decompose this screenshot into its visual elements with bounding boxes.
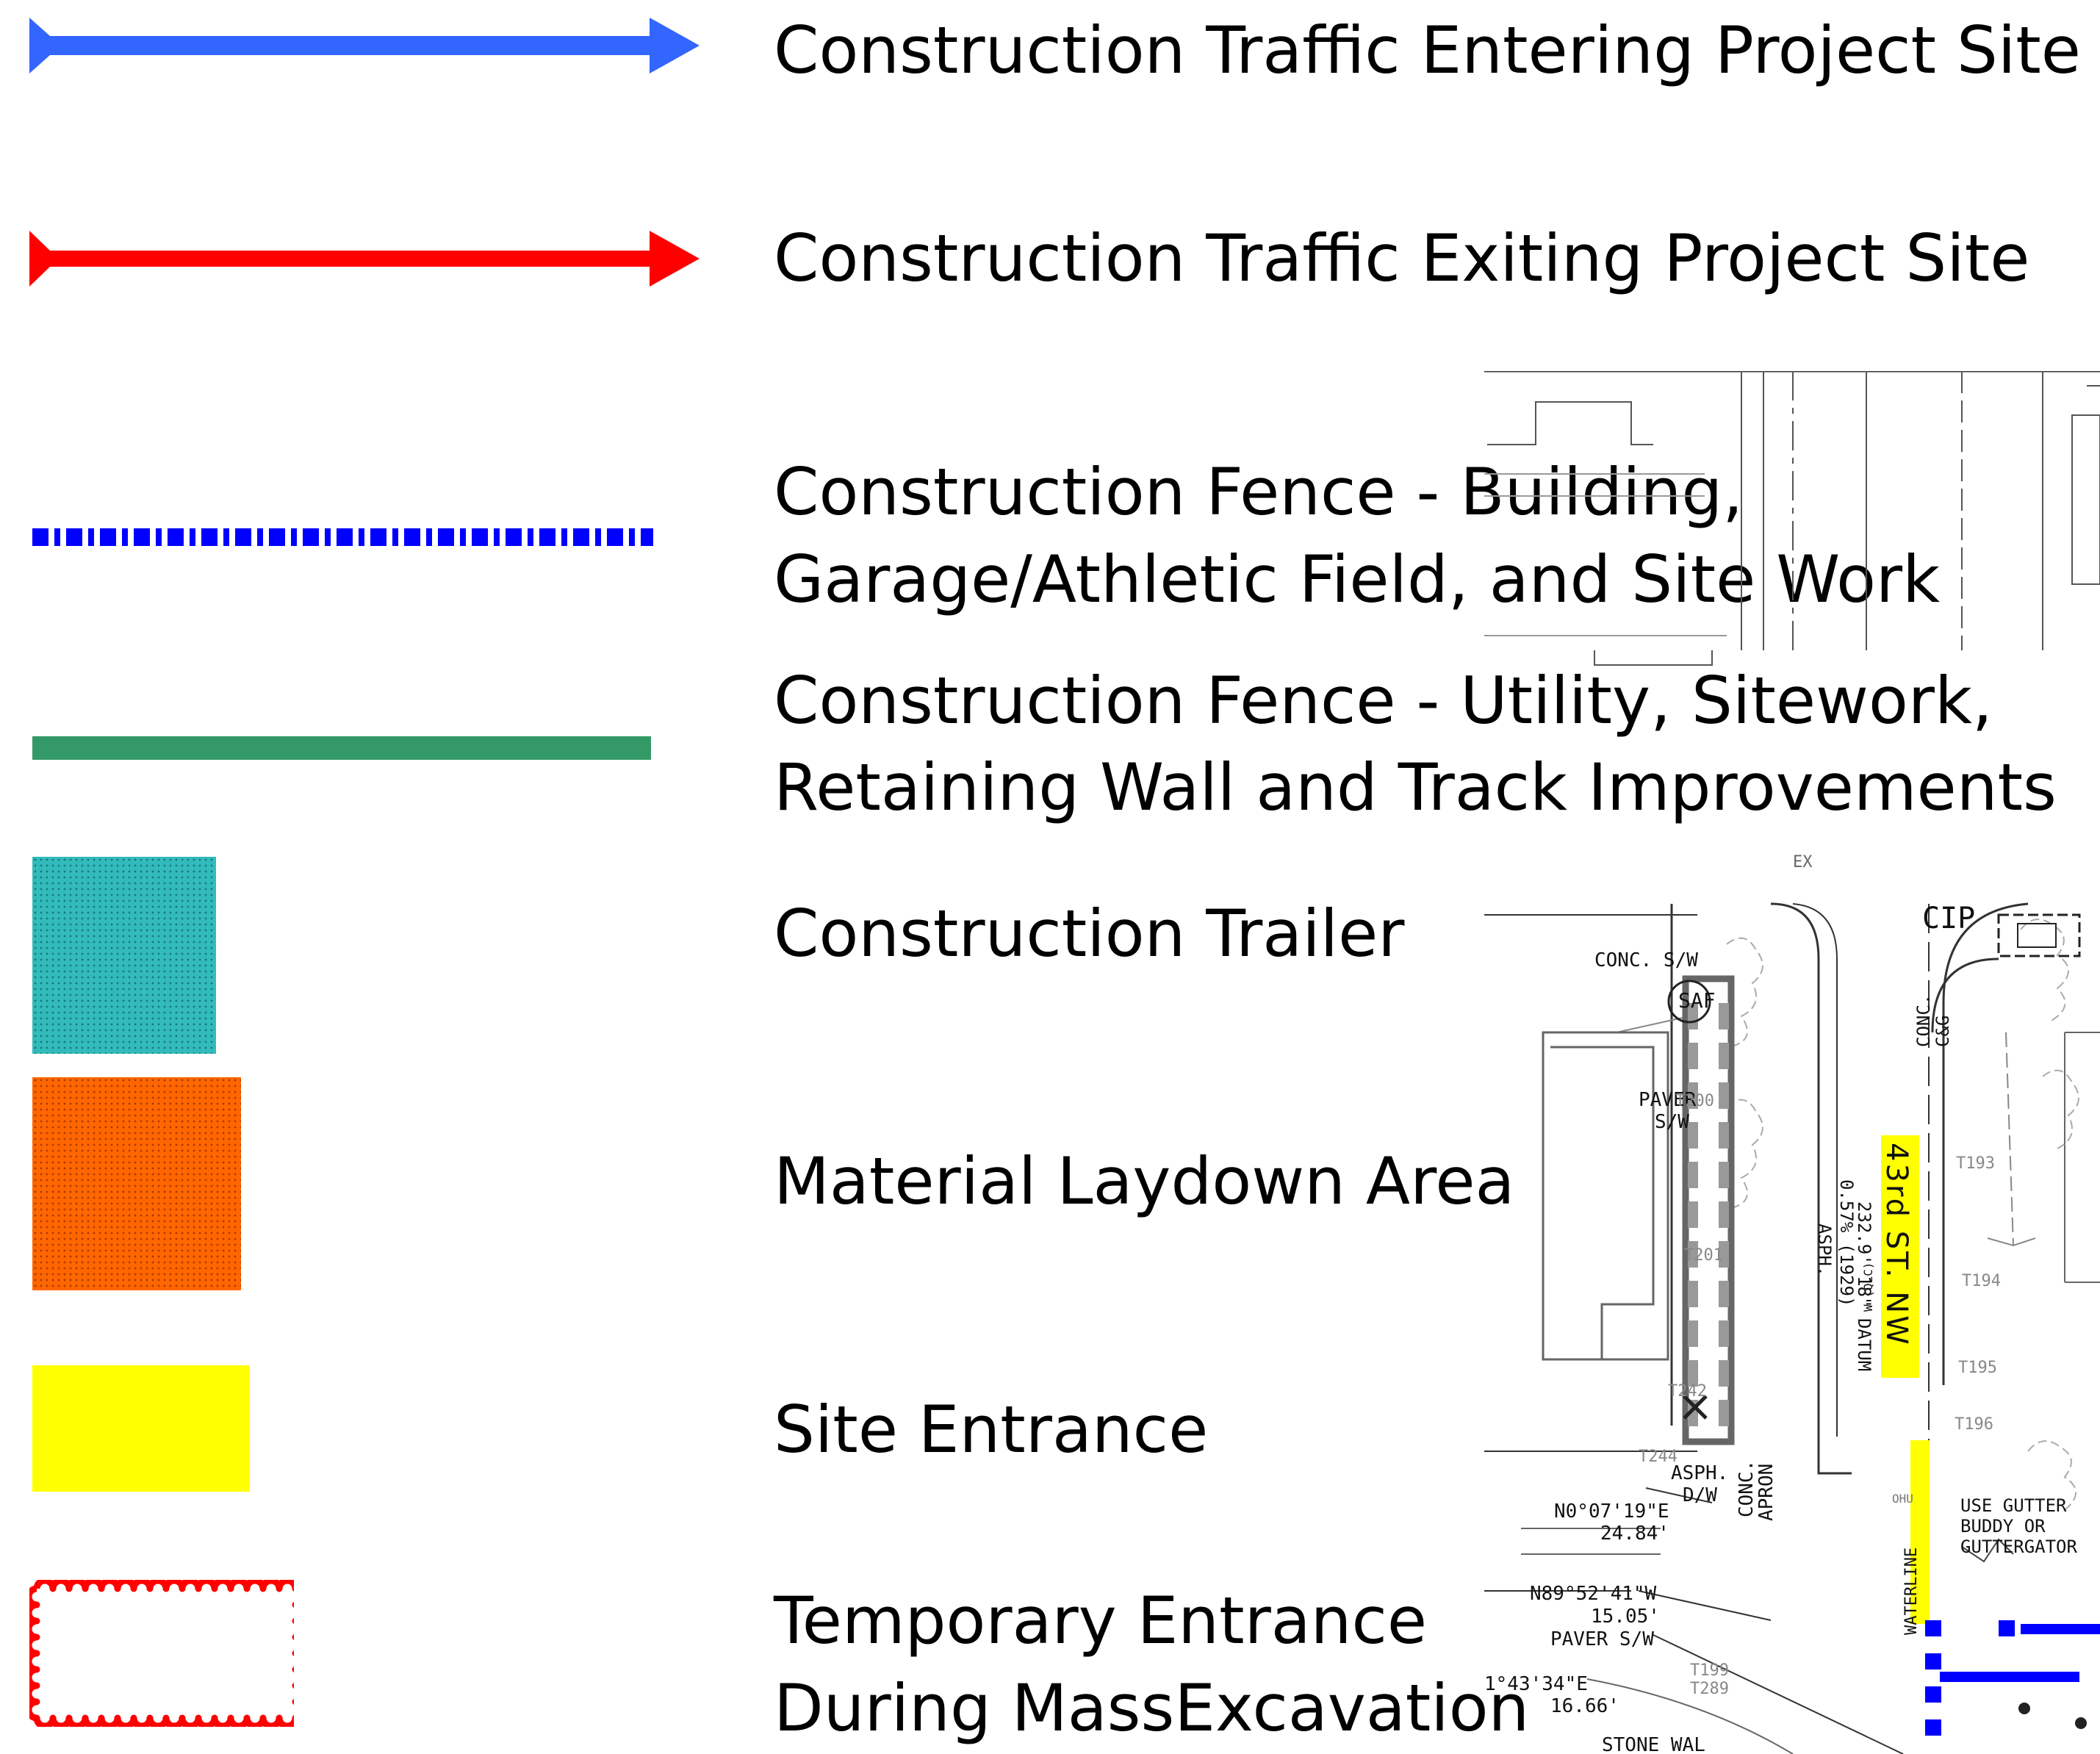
plan-label-datum-1: 232.9' 18" DATUM [1854, 1201, 1874, 1371]
plan-label-waterline: WATERLINE [1902, 1548, 1921, 1635]
legend-label-material-laydown: Material Laydown Area [774, 1143, 1515, 1219]
legend-label-fence-building-line2: Garage/Athletic Field, and Site Work [774, 542, 1941, 617]
plan-label-w-qlc: W (QLC) [1861, 1262, 1875, 1312]
fence-utility-solid-line-icon [32, 736, 651, 760]
legend-label-construction-trailer: Construction Trailer [774, 896, 1405, 971]
plan-label-conc-sw: CONC. S/W [1594, 949, 1698, 971]
plan-label-t193: T193 [1956, 1154, 1995, 1173]
plan-label-t289: T289 [1690, 1680, 1729, 1698]
plan-label-dist-3: 16.66' [1550, 1695, 1619, 1717]
plan-label-stone-wall: STONE WAL [1602, 1734, 1705, 1754]
plan-label-dist-2: 15.05' [1591, 1606, 1660, 1628]
legend-label-temporary-entrance-line2: During MassExcavation [774, 1670, 1530, 1746]
plan-label-ex: EX [1793, 853, 1813, 871]
legend-label-temporary-entrance-line1: Temporary Entrance [774, 1583, 1427, 1658]
legend-label-traffic-entering: Construction Traffic Entering Project Si… [774, 12, 2081, 88]
material-laydown-swatch [32, 1077, 241, 1290]
plan-label-t195: T195 [1958, 1359, 1997, 1377]
plan-label-asph-dw-1: ASPH. [1671, 1462, 1728, 1484]
plan-label-asph: ASPH. [1814, 1223, 1835, 1276]
plan-label-asph-dw-2: D/W [1683, 1484, 1717, 1506]
fence-building-dashed-line-icon [32, 528, 653, 546]
plan-label-t201: T201 [1684, 1246, 1723, 1265]
plan-label-conc-apron-2: APRON [1755, 1464, 1777, 1521]
plan-label-bearing-3: 1°43'34"E [1484, 1673, 1588, 1695]
plan-label-conc-cg: CONC. [1913, 994, 1934, 1047]
plan-label-cip: CIP [1922, 902, 1975, 935]
legend-label-fence-utility-line1: Construction Fence - Utility, Sitework, [774, 663, 1993, 738]
plan-label-saf: SAF [1678, 988, 1716, 1013]
traffic-entering-arrow-icon [29, 18, 700, 73]
plan-label-paver-sw-3: PAVER S/W [1550, 1628, 1654, 1650]
legend-label-site-entrance: Site Entrance [774, 1392, 1209, 1467]
site-plan-drawing: CONC. S/W SAF PAVER S/W T200 T201 T242 T… [1484, 371, 2100, 1754]
plan-label-paver-2: S/W [1655, 1111, 1689, 1133]
plan-label-gutter-2: BUDDY OR [1960, 1516, 2046, 1536]
site-entrance-swatch [32, 1365, 250, 1492]
plan-label-t244: T244 [1639, 1448, 1678, 1466]
plan-label-dist-1: 24.84' [1600, 1523, 1669, 1545]
plan-label-gutter-1: USE GUTTER [1960, 1495, 2067, 1516]
plan-label-t200: T200 [1675, 1092, 1714, 1110]
plan-label-gutter-3: GUTTERGATOR [1960, 1536, 2077, 1557]
plan-label-cg: C&G [1932, 1016, 1953, 1047]
plan-label-bearing-2: N89°52'41"W [1530, 1583, 1657, 1605]
street-label-43rd-st: 43rd ST. NW [1880, 1143, 1913, 1347]
plan-label-ohu: OHU [1892, 1492, 1913, 1506]
legend-label-fence-building-line1: Construction Fence - Building, [774, 454, 1744, 530]
plan-label-t199: T199 [1690, 1661, 1729, 1680]
construction-trailer-swatch [32, 857, 216, 1054]
plan-label-conc-apron-1: CONC. [1736, 1460, 1758, 1517]
plan-label-datum-2: 0.57% (1929) [1836, 1179, 1857, 1306]
plan-label-t242: T242 [1668, 1382, 1707, 1401]
plan-label-bearing-1: N0°07'19"E [1554, 1500, 1669, 1523]
legend-label-fence-utility-line2: Retaining Wall and Track Improvements [774, 750, 2057, 825]
temporary-entrance-cloud-icon [29, 1580, 294, 1727]
traffic-exiting-arrow-icon [29, 231, 700, 287]
legend-label-traffic-exiting: Construction Traffic Exiting Project Sit… [774, 220, 2030, 296]
plan-label-t196: T196 [1955, 1415, 1993, 1434]
plan-label-t194: T194 [1962, 1272, 2001, 1290]
plan-label-paver-1: PAVER [1639, 1089, 1697, 1111]
